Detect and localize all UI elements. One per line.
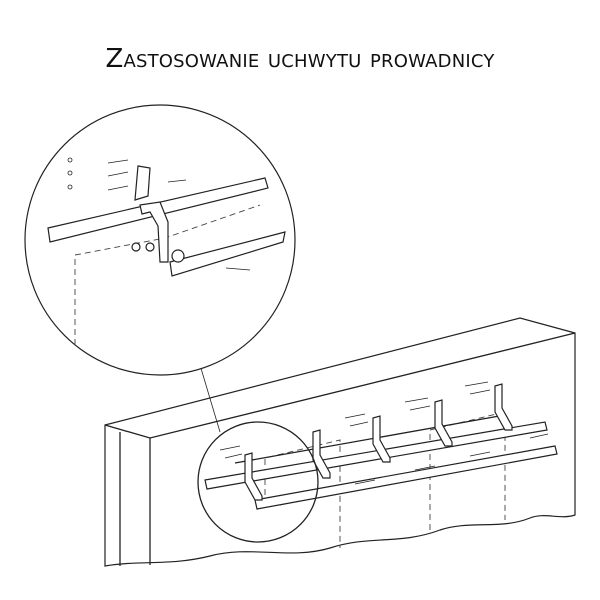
detail-view <box>24 104 296 376</box>
guide-rails <box>204 414 558 510</box>
wall <box>104 317 576 567</box>
diagram-title: Zastosowanie uchwytu prowadnicy <box>105 44 495 74</box>
rail-brackets <box>219 381 549 506</box>
detail-leader-line <box>199 364 221 433</box>
door-openings <box>264 411 506 548</box>
detail-marker-circle <box>197 421 319 543</box>
